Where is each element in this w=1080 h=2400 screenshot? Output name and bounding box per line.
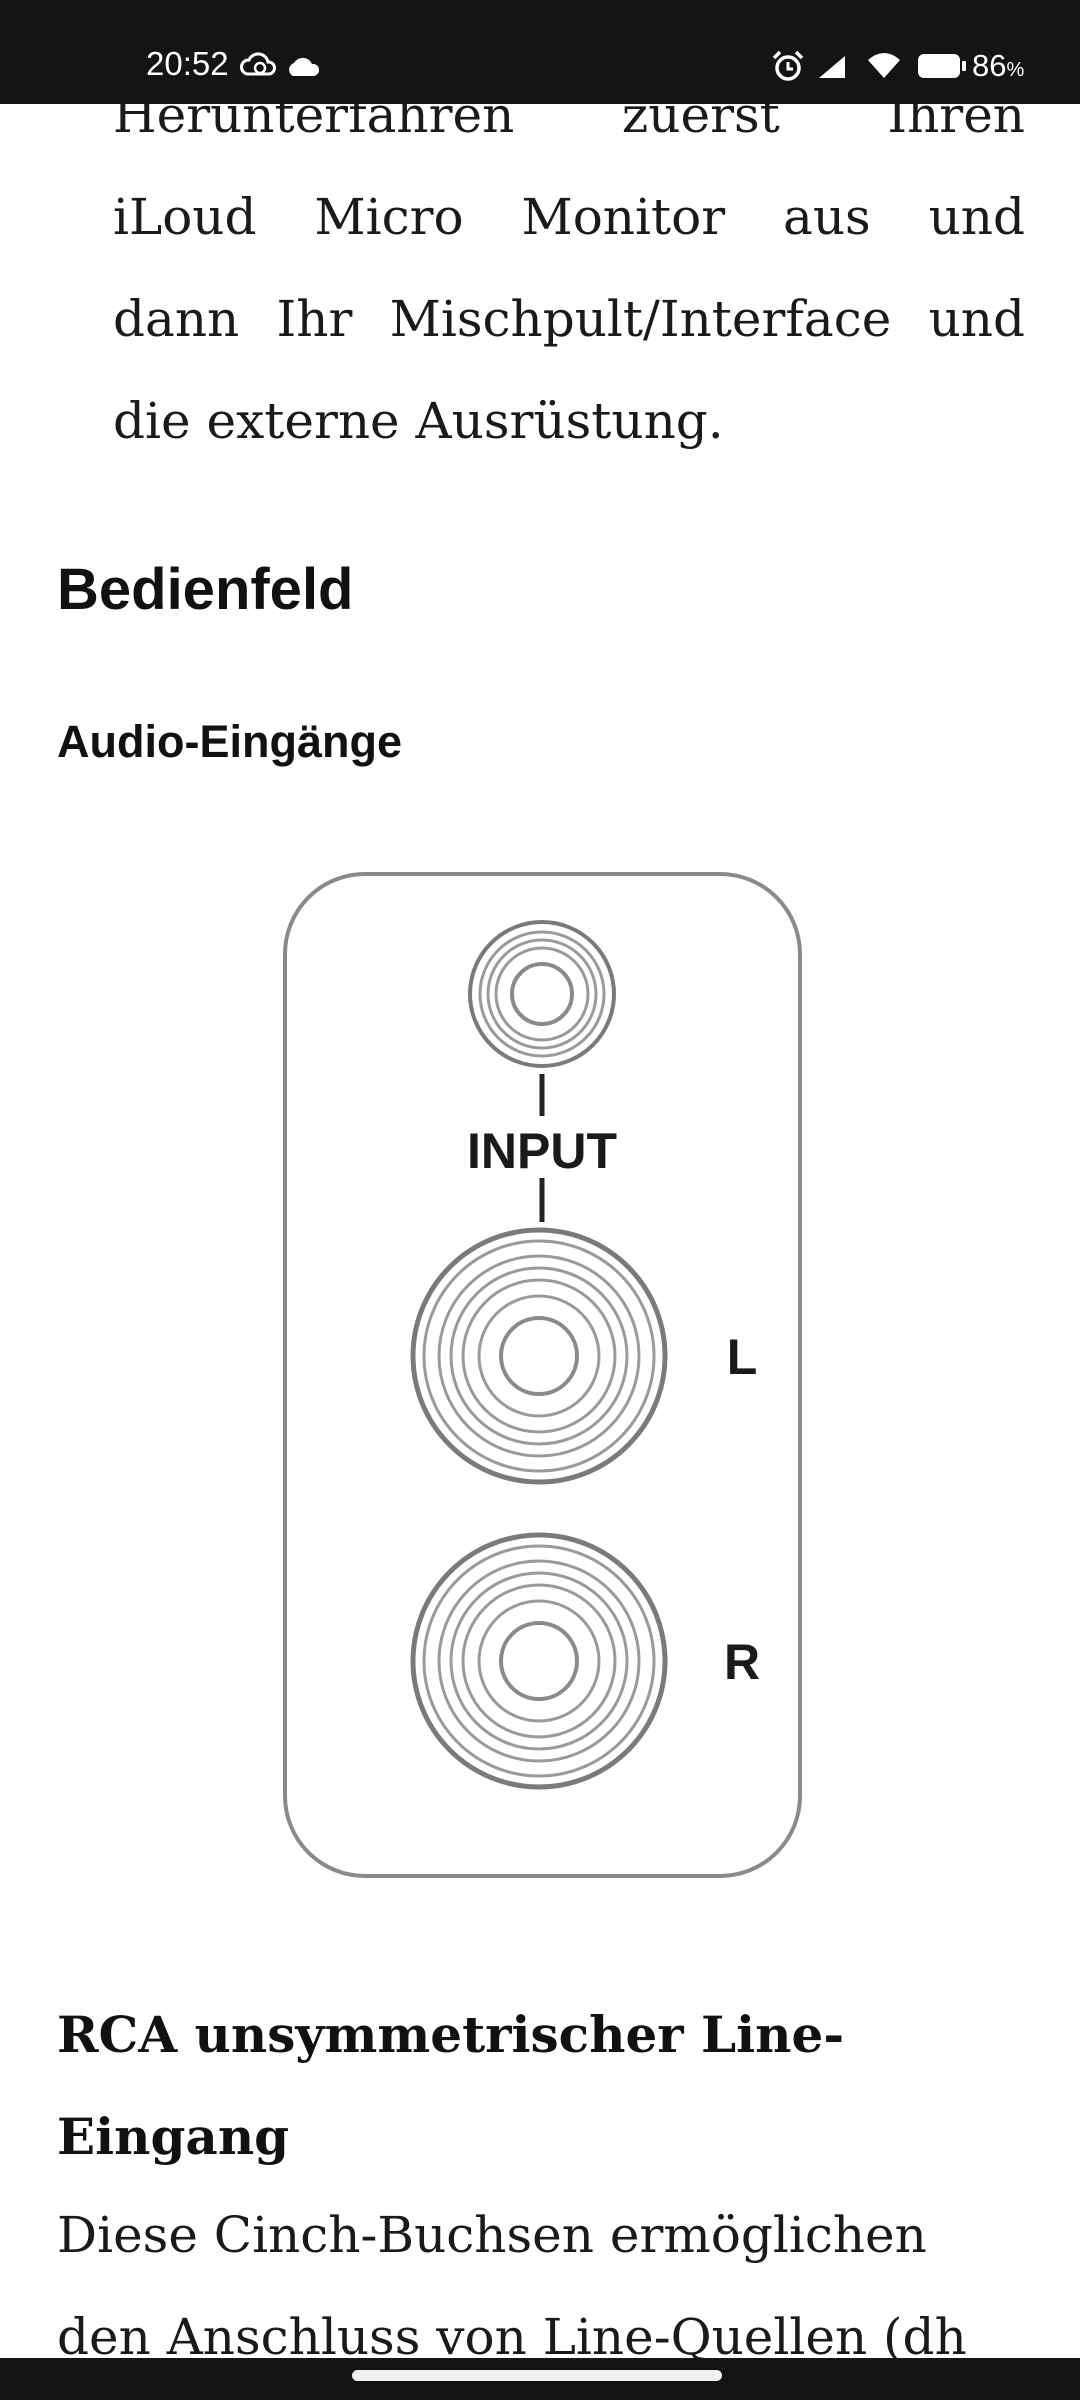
intro-line-4: die externe Ausrüstung. [113,392,724,450]
cloud-sync-icon [240,52,276,76]
subsection-title: Audio-Eingänge [57,716,402,767]
body-line-2: den Anschluss von Line-Quellen (dh [57,2308,967,2366]
cloud-icon [289,57,320,76]
mini-jack-input-icon [468,920,616,1068]
status-bar: 20:52 86% [0,0,1080,104]
rca-left-jack-icon [410,1227,668,1485]
signal-icon [819,56,845,78]
intro-line-3: dann Ihr Mischpult/Interface und [113,290,1025,348]
right-channel-label: R [724,1634,760,1690]
left-channel-label: L [727,1329,758,1385]
body-paragraph: Diese Cinch-Buchsen ermöglichen den Ansc… [57,2184,1037,2388]
section-title: Bedienfeld [57,557,354,622]
intro-line-2: iLoud Micro Monitor aus und [113,188,1025,246]
rca-heading: RCA unsymmetrischer Line-Eingang [57,2005,845,2166]
input-label: INPUT [467,1123,617,1179]
wifi-icon [868,53,900,78]
rca-right-jack-icon [410,1532,668,1790]
audio-inputs-diagram: INPUT L R [283,872,802,1878]
gesture-handle[interactable] [352,2370,722,2381]
alarm-icon [772,50,804,81]
battery-icon [918,54,966,78]
battery-percent: 86% [972,48,1025,83]
body-line-1: Diese Cinch-Buchsen ermöglichen [57,2206,927,2264]
status-time: 20:52 [146,45,229,82]
